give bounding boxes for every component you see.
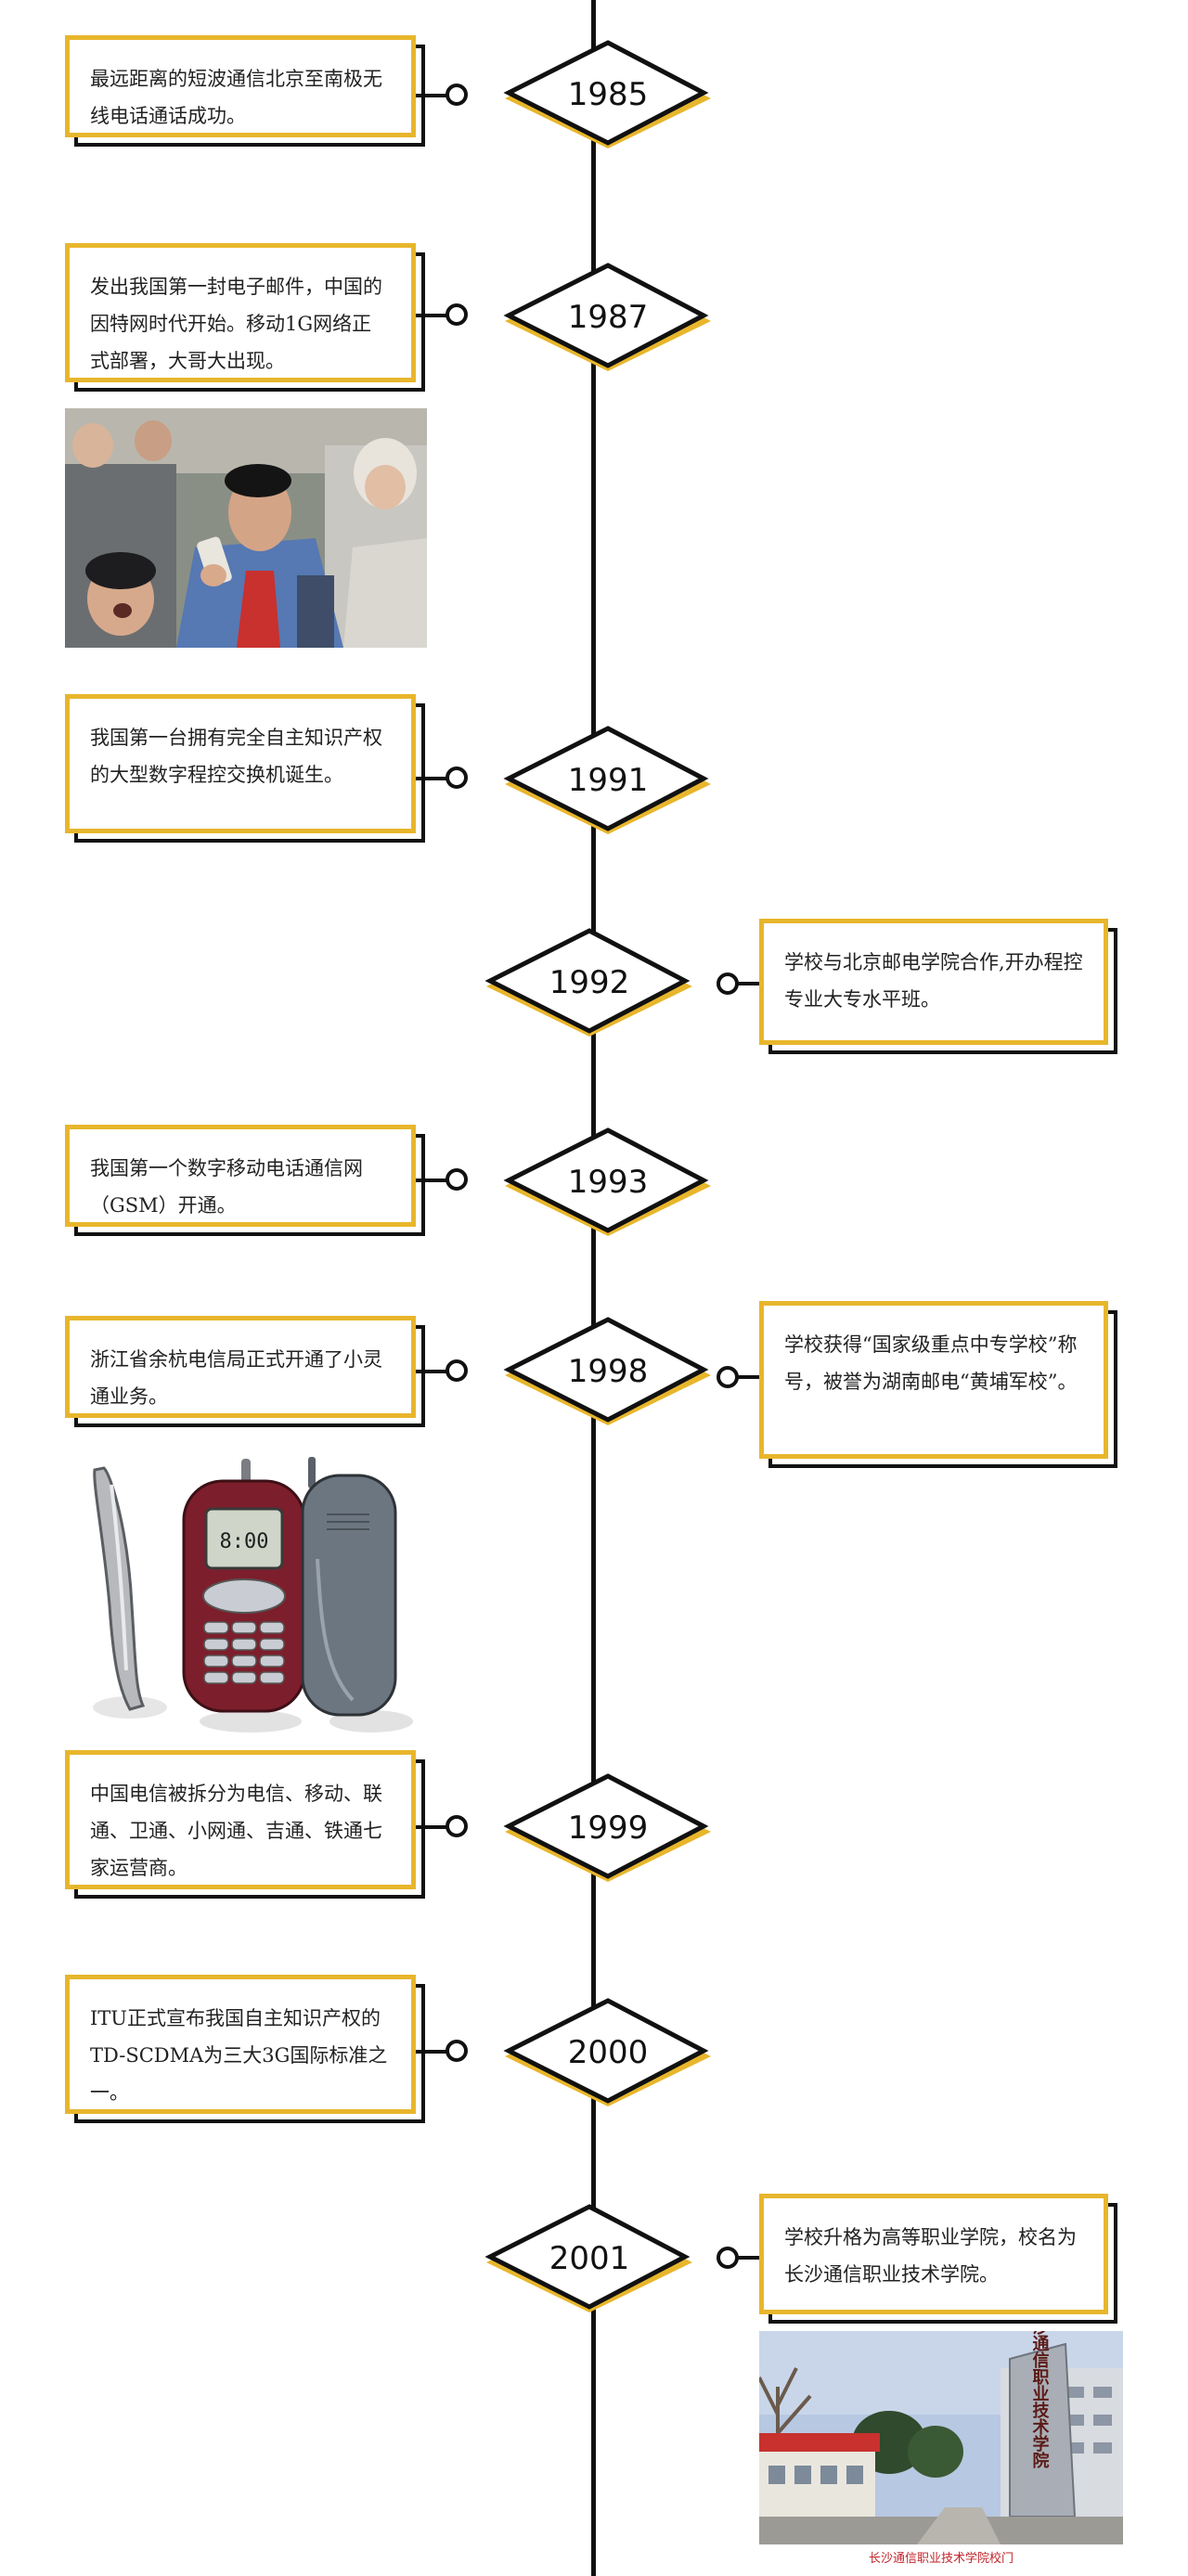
year-label-1993: 1993: [567, 1164, 649, 1201]
event-text-1987: 发出我国第一封电子邮件，中国的因特网时代开始。移动1G网络正式部署，大哥大出现。: [90, 276, 382, 372]
year-marker-1999: 1999: [501, 1772, 715, 1884]
connector-dot-1991: [446, 766, 468, 789]
event-text-1991: 我国第一台拥有完全自主知识产权的大型数字程控交换机诞生。: [90, 727, 382, 786]
event-card-1987: 发出我国第一封电子邮件，中国的因特网时代开始。移动1G网络正式部署，大哥大出现。: [65, 243, 425, 392]
event-text-1998-right: 学校获得“国家级重点中专学校”称号，被誉为湖南邮电“黄埔军校”。: [784, 1333, 1078, 1393]
event-card-1998-left: 浙江省余杭电信局正式开通了小灵通业务。: [65, 1316, 425, 1427]
connector-dot-1987: [446, 303, 468, 326]
year-marker-1985: 1985: [501, 39, 715, 150]
connector-1985: [416, 94, 455, 97]
event-text-2000: ITU正式宣布我国自主知识产权的TD-SCDMA为三大3G国际标准之一。: [90, 2007, 388, 2104]
year-marker-2001: 2001: [483, 2203, 696, 2314]
connector-1999: [416, 1825, 455, 1829]
year-marker-1991: 1991: [501, 725, 715, 836]
connector-dot-2000: [446, 2040, 468, 2062]
connector-1992: [735, 982, 761, 985]
event-text-1992: 学校与北京邮电学院合作,开办程控专业大专水平班。: [784, 951, 1083, 1011]
connector-2001: [735, 2256, 761, 2260]
year-label-1991: 1991: [567, 762, 649, 799]
event-card-2000: ITU正式宣布我国自主知识产权的TD-SCDMA为三大3G国际标准之一。: [65, 1975, 425, 2123]
connector-dot-1999: [446, 1815, 468, 1837]
year-marker-1993: 1993: [501, 1127, 715, 1238]
brick-phone-photo: [65, 408, 427, 648]
connector-1998-right: [735, 1375, 761, 1379]
year-marker-1998: 1998: [501, 1316, 715, 1427]
connector-dot-1985: [446, 84, 468, 106]
connector-1987: [416, 314, 455, 317]
year-label-1998: 1998: [567, 1353, 649, 1390]
campus-gate-photo: 长沙通信职业技术学院: [759, 2331, 1123, 2544]
year-label-2001: 2001: [549, 2240, 630, 2277]
connector-1993: [416, 1179, 455, 1182]
connector-2000: [416, 2050, 455, 2054]
event-text-1985: 最远距离的短波通信北京至南极无线电话通话成功。: [90, 68, 382, 127]
connector-1998-left: [416, 1370, 455, 1373]
connector-1991: [416, 777, 455, 780]
timeline-spine: [591, 0, 596, 2576]
event-card-1992: 学校与北京邮电学院合作,开办程控专业大专水平班。: [759, 919, 1117, 1054]
event-card-2001: 学校升格为高等职业学院，校名为长沙通信职业技术学院。: [759, 2194, 1117, 2324]
year-marker-2000: 2000: [501, 1997, 715, 2108]
campus-sign-text: 长沙通信职业技术学院: [1030, 2331, 1050, 2468]
event-text-1993: 我国第一个数字移动电话通信网（GSM）开通。: [90, 1157, 363, 1217]
event-text-1998-left: 浙江省余杭电信局正式开通了小灵通业务。: [90, 1348, 382, 1408]
connector-dot-1993: [446, 1168, 468, 1191]
event-card-1998-right: 学校获得“国家级重点中专学校”称号，被誉为湖南邮电“黄埔军校”。: [759, 1301, 1117, 1468]
event-card-1999: 中国电信被拆分为电信、移动、联通、卫通、小网通、吉通、铁通七家运营商。: [65, 1750, 425, 1899]
year-label-1999: 1999: [567, 1810, 649, 1847]
event-text-1999: 中国电信被拆分为电信、移动、联通、卫通、小网通、吉通、铁通七家运营商。: [90, 1783, 382, 1879]
event-card-1991: 我国第一台拥有完全自主知识产权的大型数字程控交换机诞生。: [65, 694, 425, 843]
year-label-1985: 1985: [567, 76, 649, 113]
year-marker-1992: 1992: [483, 927, 696, 1038]
year-label-1992: 1992: [549, 964, 630, 1001]
xiaolingtong-phones-photo: 8:00: [74, 1457, 418, 1735]
event-text-2001: 学校升格为高等职业学院，校名为长沙通信职业技术学院。: [784, 2226, 1077, 2286]
campus-photo-caption: 长沙通信职业技术学院校门: [868, 2552, 1014, 2566]
connector-dot-1998-left: [446, 1359, 468, 1382]
year-marker-1987: 1987: [501, 262, 715, 373]
event-card-1993: 我国第一个数字移动电话通信网（GSM）开通。: [65, 1125, 425, 1236]
year-label-1987: 1987: [567, 299, 649, 336]
year-label-2000: 2000: [567, 2034, 649, 2071]
event-card-1985: 最远距离的短波通信北京至南极无线电话通话成功。: [65, 35, 425, 147]
phone-screen-time: 8:00: [220, 1530, 269, 1553]
